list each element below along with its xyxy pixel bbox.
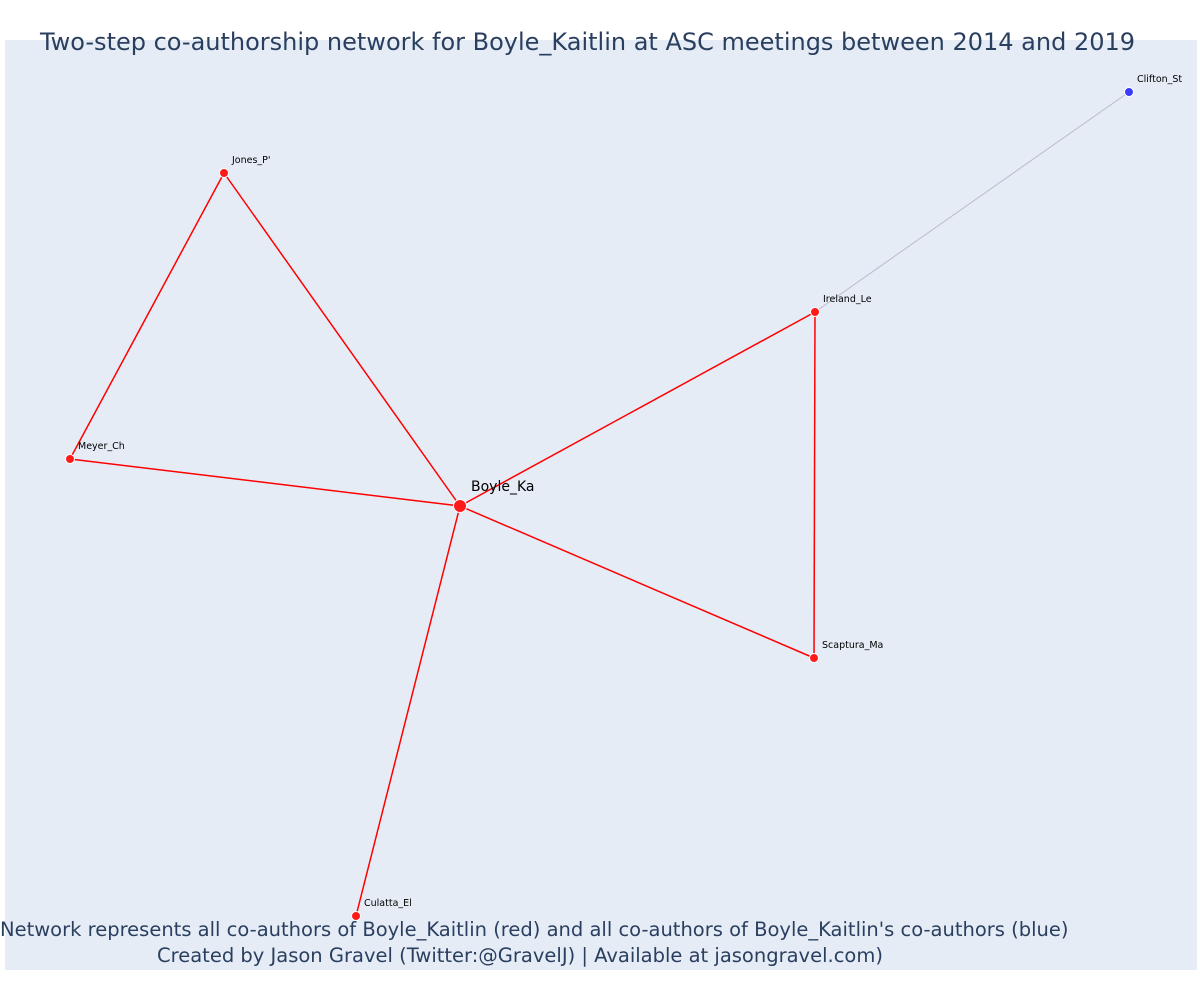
edge-boyle-ka-meyer-ch <box>69 458 461 507</box>
edges-layer <box>69 91 1130 917</box>
chart-title: Two-step co-authorship network for Boyle… <box>39 28 1136 56</box>
plot-area <box>5 40 1197 970</box>
node-label-scaptura-ma: Scaptura_Ma <box>822 640 883 651</box>
node-meyer-ch[interactable] <box>65 454 75 464</box>
node-clifton-st[interactable] <box>1124 87 1134 97</box>
edge-boyle-ka-scaptura-ma <box>459 505 815 659</box>
edge-boyle-ka-jones-p <box>223 172 461 507</box>
node-label-culatta-el: Culatta_El <box>364 898 412 909</box>
node-label-meyer-ch: Meyer_Ch <box>78 441 125 452</box>
node-label-clifton-st: Clifton_St <box>1137 74 1182 85</box>
node-label-boyle-ka: Boyle_Ka <box>471 479 534 495</box>
edge-ireland-le-clifton-st <box>814 91 1130 313</box>
labels-layer: Boyle_Ka Jones_P' Meyer_Ch Ireland_LeScaptu… <box>78 74 1182 909</box>
node-jones-p[interactable] <box>219 168 229 178</box>
edge-ireland-le-scaptura-ma <box>813 311 816 659</box>
edge-boyle-ka-ireland-le <box>459 311 816 507</box>
caption-line-1: Network represents all co-authors of Boy… <box>0 918 1069 941</box>
node-culatta-el[interactable] <box>351 911 361 921</box>
node-ireland-le[interactable] <box>810 307 820 317</box>
nodes-layer <box>65 87 1134 921</box>
caption-line-2: Created by Jason Gravel (Twitter:@Gravel… <box>157 944 883 967</box>
node-label-jones-p: Jones_P' <box>231 155 271 166</box>
node-scaptura-ma[interactable] <box>809 653 819 663</box>
node-label-ireland-le: Ireland_Le <box>823 294 872 305</box>
edge-boyle-ka-culatta-el <box>355 505 461 917</box>
edge-jones-p-meyer-ch <box>69 172 225 460</box>
node-boyle-ka[interactable] <box>453 499 467 513</box>
